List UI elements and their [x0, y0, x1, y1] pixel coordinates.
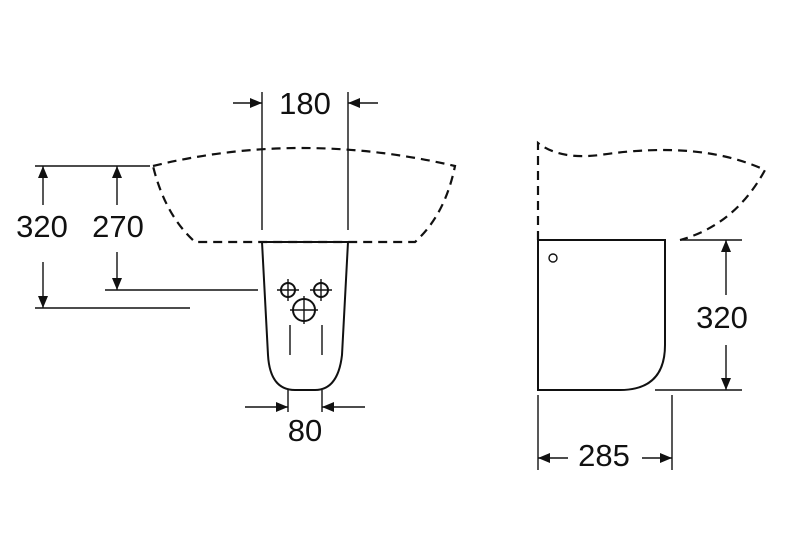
side-pedestal: [537, 239, 666, 391]
front-pedestal: [260, 241, 350, 391]
dim-320-side-label: 320: [696, 300, 748, 335]
fixing-hole: [548, 253, 558, 263]
side-basin-outline: [536, 140, 767, 242]
front-view: 180 320 270 80: [16, 86, 457, 448]
dim-80-label: 80: [288, 413, 322, 448]
dim-180-label: 180: [279, 86, 331, 121]
dim-320-front-label: 320: [16, 209, 68, 244]
front-basin-outline: [151, 146, 457, 244]
dim-270-label: 270: [92, 209, 144, 244]
side-view: 320 285: [536, 140, 767, 473]
pipe-holes: [277, 279, 332, 355]
dim-285-label: 285: [578, 438, 630, 473]
